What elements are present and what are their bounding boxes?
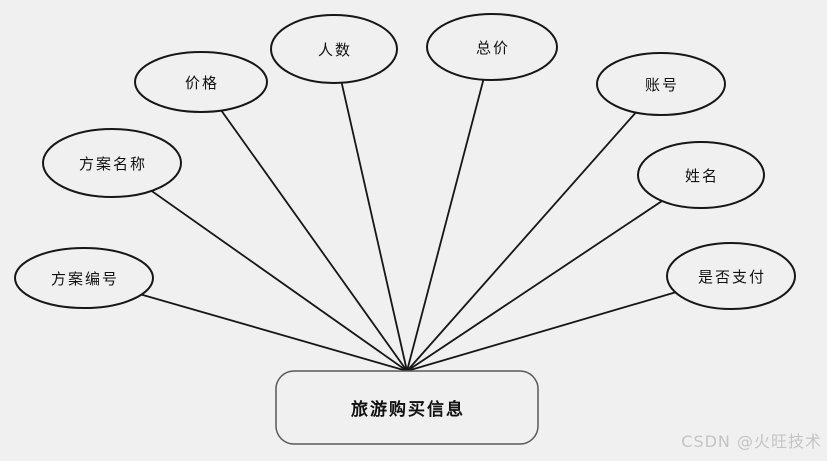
attribute-ellipse <box>14 247 154 309</box>
attribute-ellipse <box>666 242 796 310</box>
connector-line <box>333 48 408 372</box>
connector-line <box>200 81 408 372</box>
entity-box <box>275 370 539 445</box>
connector-line <box>406 83 662 372</box>
connector-line <box>406 46 493 372</box>
attribute-ellipse <box>42 128 182 198</box>
attribute-ellipse <box>134 51 268 113</box>
attribute-ellipse <box>596 52 726 116</box>
connector-line <box>406 174 702 372</box>
attribute-ellipse <box>270 14 398 84</box>
connector-line <box>111 162 408 372</box>
attribute-ellipse <box>426 13 558 81</box>
attribute-ellipse <box>637 141 765 209</box>
